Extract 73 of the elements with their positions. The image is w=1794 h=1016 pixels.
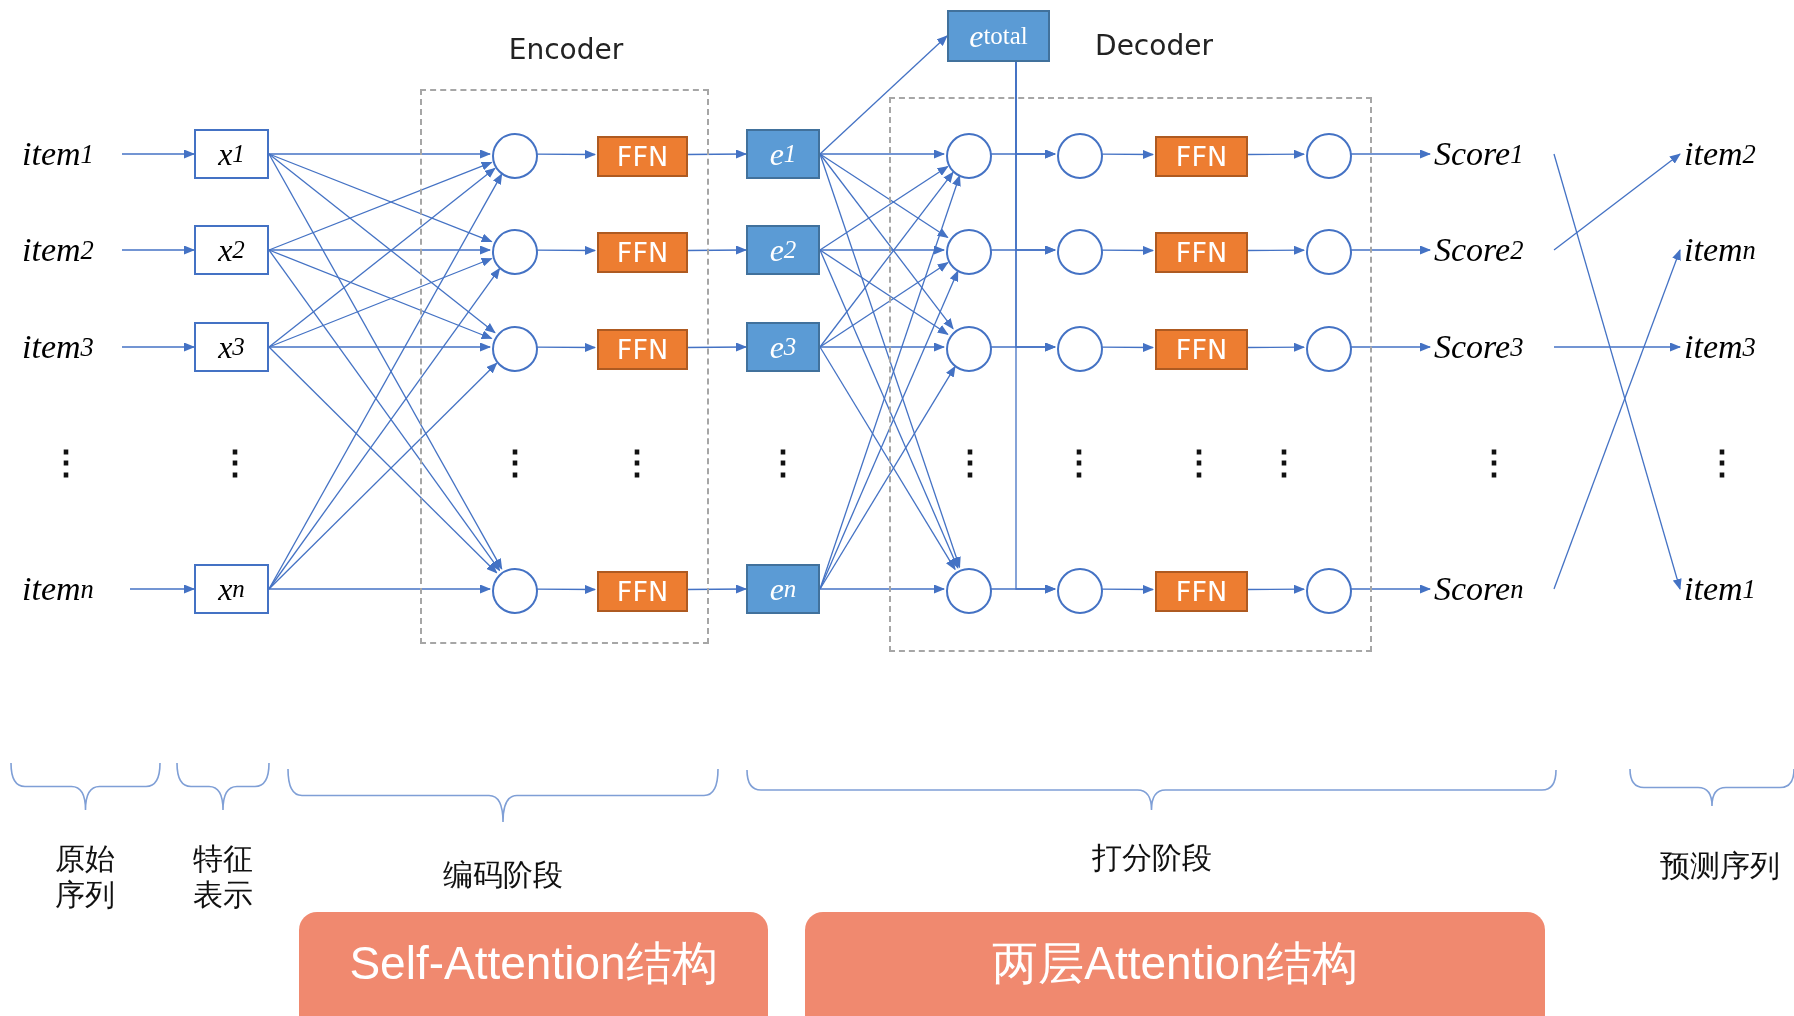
stage-caption: 特征表示 [192,841,254,913]
arrow [268,584,491,594]
neuron-circle [946,568,992,614]
stage-caption: 预测序列 [1660,848,1780,884]
arrow [819,346,956,571]
neuron-circle [492,326,538,372]
group-heading: Decoder [1095,29,1213,62]
arrow [819,165,949,251]
arrow [819,153,954,330]
stage-caption: 打分阶段 [1092,840,1212,876]
ellipsis-dots: ⋮ [953,442,987,482]
ellipsis-dots: ⋮ [1267,442,1301,482]
ellipsis-dots: ⋮ [1705,442,1739,482]
neuron-circle [492,229,538,275]
ellipsis-dots: ⋮ [766,442,800,482]
arrow [268,153,493,243]
arrow [129,584,195,594]
arrow [819,35,948,155]
neuron-circle [1057,326,1103,372]
arrow [819,584,945,594]
ellipsis-dots: ⋮ [1062,442,1096,482]
arrow [819,262,949,348]
arrow [819,245,945,255]
ellipsis-dots: ⋮ [49,442,83,482]
neuron-circle [1306,229,1352,275]
arrow [819,342,945,352]
stage-banner: Self-Attention结构 [299,912,768,1016]
ffn-block: FFN [597,571,688,612]
arrow [819,171,954,348]
stage-caption: 编码阶段 [443,857,563,893]
ellipsis-dots: ⋮ [1477,442,1511,482]
arrow [268,342,491,352]
ellipsis-dots: ⋮ [620,442,654,482]
arrow [1553,249,1681,590]
ffn-block: FFN [1155,571,1248,612]
arrow [268,245,491,255]
stage-banner: 两层Attention结构 [805,912,1545,1016]
stage-caption: 原始序列 [54,841,116,913]
neuron-circle [1057,568,1103,614]
ellipsis-dots: ⋮ [218,442,252,482]
ffn-block: FFN [597,329,688,370]
arrow [268,149,491,159]
neuron-circle [1306,568,1352,614]
neuron-circle [492,568,538,614]
arrow [819,153,949,239]
neuron-circle [1306,133,1352,179]
arrow [819,249,949,335]
arrow [268,257,493,348]
neuron-circle [946,133,992,179]
ellipsis-dots: ⋮ [498,442,532,482]
group-heading: Encoder [508,33,624,66]
neuron-circle [1057,133,1103,179]
neuron-circle [946,229,992,275]
neuron-circle [492,133,538,179]
ellipsis-dots: ⋮ [1182,442,1216,482]
ffn-block: FFN [1155,232,1248,273]
arrow [1553,153,1682,590]
ffn-block: FFN [597,136,688,177]
arrow [819,149,945,159]
arrow [819,365,956,590]
ffn-block: FFN [597,232,688,273]
arrow [1553,342,1681,352]
neuron-circle [1306,326,1352,372]
arrow [268,249,493,340]
arrow [121,245,195,255]
arrow [1553,153,1681,251]
neuron-circle [946,326,992,372]
ffn-block: FFN [1155,136,1248,177]
arrow [121,342,195,352]
neuron-circle [1057,229,1103,275]
ffn-block: FFN [1155,329,1248,370]
arrow [121,149,195,159]
arrow [268,161,493,251]
